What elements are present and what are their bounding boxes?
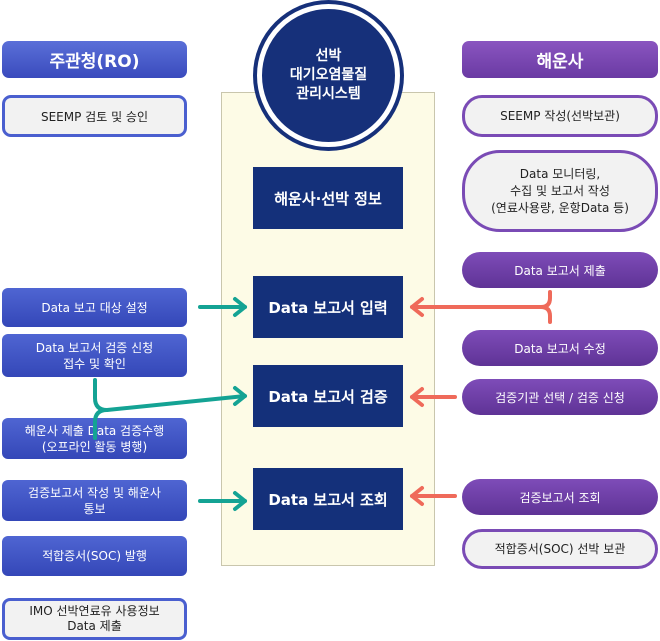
arrow-ro-to-verify-bracket — [93, 378, 109, 440]
arrow-ro-to-verify-head — [233, 386, 247, 406]
company-report-submit: Data 보고서 제출 — [462, 252, 658, 288]
company-seemp-write: SEEMP 작성(선박보관) — [462, 95, 658, 137]
company-data-monitoring: Data 모니터링, 수집 및 보고서 작성 (연료사용량, 운항Data 등) — [462, 150, 658, 232]
arrow-company-to-input-head — [410, 297, 424, 317]
ro-notify-report: 검증보고서 작성 및 해운사 통보 — [2, 480, 187, 521]
box-report-query: Data 보고서 조회 — [253, 468, 403, 530]
company-report-edit: Data 보고서 수정 — [462, 330, 658, 366]
ro-report-target: Data 보고 대상 설정 — [2, 288, 187, 327]
box-company-ship-info: 해운사·선박 정보 — [253, 167, 403, 229]
arrow-company-to-query-head — [410, 486, 424, 506]
ro-issue-soc: 적합증서(SOC) 발행 — [2, 536, 187, 576]
company-header: 해운사 — [462, 41, 658, 78]
company-soc-keep: 적합증서(SOC) 선박 보관 — [462, 529, 658, 569]
system-title-circle: 선박 대기오염물질 관리시스템 — [257, 4, 400, 147]
box-report-input: Data 보고서 입력 — [253, 276, 403, 338]
box-report-verify: Data 보고서 검증 — [253, 365, 403, 427]
arrow-ro-to-query-head — [233, 491, 247, 511]
ro-seemp-review: SEEMP 검토 및 승인 — [2, 95, 187, 137]
ro-header: 주관청(RO) — [2, 41, 187, 78]
system-title-line: 선박 — [315, 48, 342, 64]
company-report-lookup: 검증보고서 조회 — [462, 479, 658, 515]
ro-imo-submit: IMO 선박연료유 사용정보 Data 제출 — [2, 598, 187, 640]
company-verification-request: 검증기관 선택 / 검증 신청 — [462, 379, 658, 415]
ro-receive-request: Data 보고서 검증 신청 접수 및 확인 — [2, 334, 187, 377]
arrow-ro-to-input-head — [233, 297, 247, 317]
arrow-ro-to-verify — [105, 394, 247, 412]
system-title-line: 관리시스템 — [296, 86, 361, 102]
arrow-company-to-verify-head — [410, 387, 424, 407]
system-title-line: 대기오염물질 — [289, 67, 368, 83]
